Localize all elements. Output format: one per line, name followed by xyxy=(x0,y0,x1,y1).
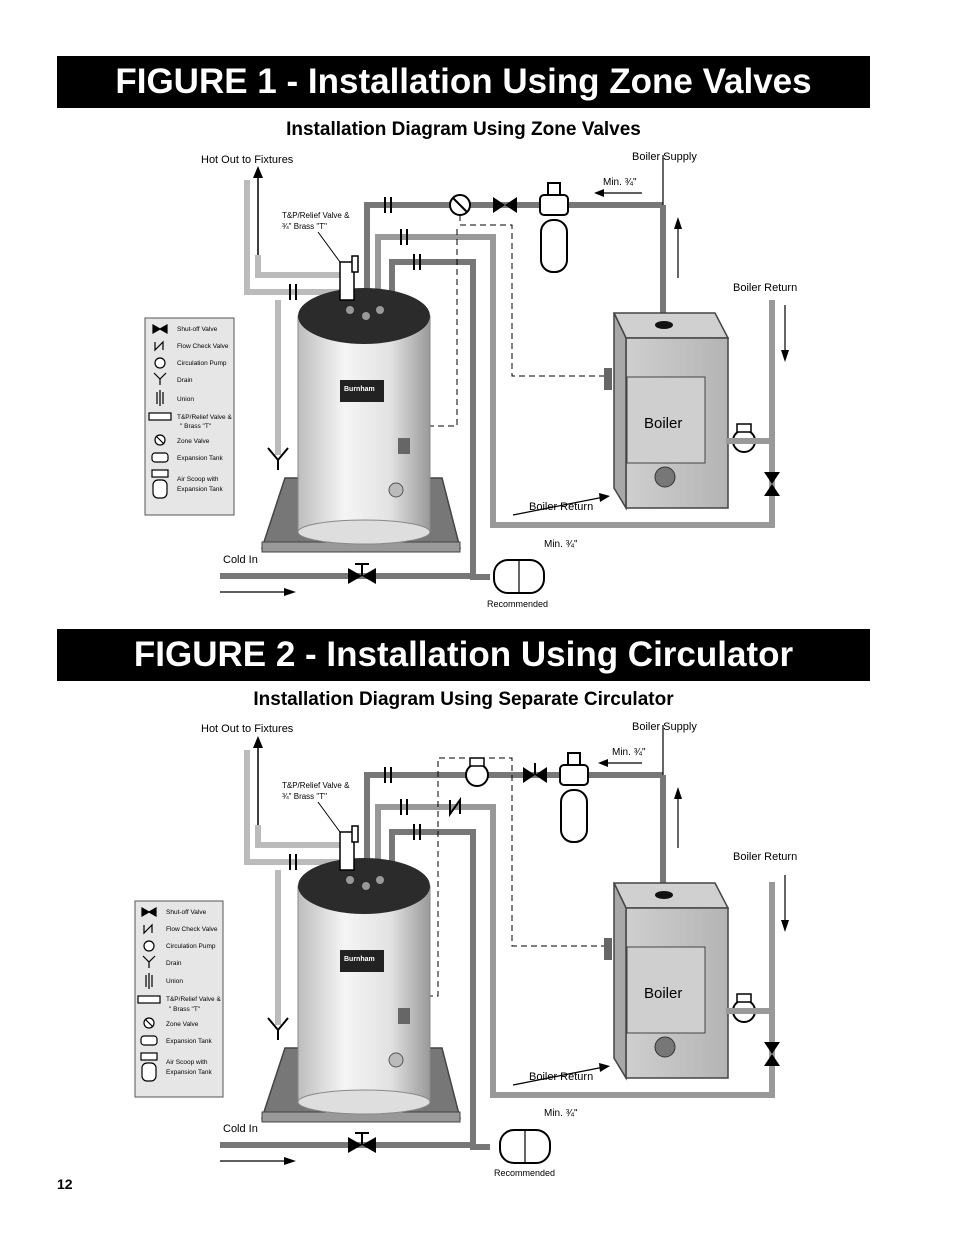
figure-1-subtitle: Installation Diagram Using Zone Valves xyxy=(286,119,641,140)
legend-item: Union xyxy=(177,396,194,403)
air-scoop-icon xyxy=(539,182,569,273)
legend-item: Drain xyxy=(177,377,193,384)
legend-item: Drain xyxy=(166,960,182,967)
union-icon xyxy=(289,767,421,870)
shutoff-valve-icon xyxy=(764,472,780,496)
min-bottom-label: Min. ¾" xyxy=(544,539,578,550)
flow-check-valve-icon xyxy=(449,796,461,818)
water-heater: Burnham xyxy=(260,858,461,1123)
legend-item: Shut-off Valve xyxy=(166,909,207,916)
boiler: Boiler xyxy=(604,882,730,1081)
figure-1-diagram: Hot Out to Fixtures Min. ¾" Boiler Suppl… xyxy=(144,151,797,609)
drain-icon xyxy=(267,870,289,1040)
shutoff-valve-icon xyxy=(348,563,376,584)
zone-valve-icon xyxy=(449,194,471,216)
recommended-label: Recommended xyxy=(487,599,548,609)
union-icon xyxy=(289,197,421,300)
boiler: Boiler xyxy=(604,312,730,511)
legend-item: Zone Valve xyxy=(166,1021,199,1028)
legend-item: Flow Check Valve xyxy=(177,343,229,350)
legend-item: Air Scoop with xyxy=(177,476,219,483)
legend-item: T&P/Relief Valve & xyxy=(177,414,232,421)
boiler-return-bottom-label: Boiler Return xyxy=(529,1071,593,1083)
tp-relief-label-1: T&P/Relief Valve & xyxy=(282,781,350,790)
hot-out-label: Hot Out to Fixtures xyxy=(201,723,294,735)
expansion-tank-icon xyxy=(493,559,545,594)
recommended-label: Recommended xyxy=(494,1168,555,1178)
page-number: 12 xyxy=(57,1176,73,1192)
hot-out-pipe xyxy=(244,736,340,865)
boiler-label: Boiler xyxy=(644,985,682,1002)
legend-item: Circulation Pump xyxy=(177,360,227,367)
shutoff-valve-icon xyxy=(348,1132,376,1153)
figure-1-title: FIGURE 1 - Installation Using Zone Valve… xyxy=(57,56,870,108)
cold-in-label: Cold In xyxy=(223,554,258,566)
figure-2-diagram: Hot Out to Fixtures Min. ¾" Boiler Suppl… xyxy=(134,721,797,1178)
drain-icon xyxy=(267,300,289,470)
boiler-label: Boiler xyxy=(644,415,682,432)
legend-item: Expansion Tank xyxy=(166,1038,213,1045)
hot-out-label: Hot Out to Fixtures xyxy=(201,154,294,166)
air-scoop-icon xyxy=(559,752,589,843)
shutoff-valve-icon xyxy=(523,763,547,783)
water-heater: Burnham xyxy=(260,288,461,553)
min-bottom-label: Min. ¾" xyxy=(544,1108,578,1119)
shutoff-valve-icon xyxy=(493,197,517,213)
boiler-supply-label: Boiler Supply xyxy=(632,151,697,163)
legend-item: " Brass "T" xyxy=(180,423,212,430)
hot-out-pipe xyxy=(244,166,340,295)
min-top-label: Min. ¾" xyxy=(603,177,637,188)
legend-item: Expansion Tank xyxy=(166,1069,213,1076)
legend-item: Circulation Pump xyxy=(166,943,216,950)
tp-relief-valve-icon xyxy=(339,255,359,301)
legend-item: Expansion Tank xyxy=(177,455,224,462)
legend-item: Zone Valve xyxy=(177,438,210,445)
circulation-pump-icon xyxy=(465,757,489,787)
legend-item: Shut-off Valve xyxy=(177,326,218,333)
legend-item: Flow Check Valve xyxy=(166,926,218,933)
min-top-label: Min. ¾" xyxy=(612,747,646,758)
tp-relief-valve-icon xyxy=(339,825,359,871)
heater-brand: Burnham xyxy=(344,386,375,393)
boiler-return-right-label: Boiler Return xyxy=(733,282,797,294)
legend-box: Shut-off Valve Flow Check Valve Circulat… xyxy=(134,900,224,1098)
legend-box: Shut-off Valve Flow Check Valve Circulat… xyxy=(144,317,235,516)
legend-item: Air Scoop with xyxy=(166,1059,208,1066)
legend-item: Expansion Tank xyxy=(177,486,224,493)
legend-item: T&P/Relief Valve & xyxy=(166,996,221,1003)
boiler-supply-label: Boiler Supply xyxy=(632,721,697,733)
expansion-tank-icon xyxy=(499,1129,551,1164)
tp-relief-label-2: ¾" Brass "T" xyxy=(282,792,327,801)
heater-brand: Burnham xyxy=(344,956,375,963)
tp-relief-label-2: ¾" Brass "T" xyxy=(282,222,327,231)
shutoff-valve-icon xyxy=(764,1042,780,1066)
cold-in-label: Cold In xyxy=(223,1123,258,1135)
figure-2-title: FIGURE 2 - Installation Using Circulator xyxy=(57,629,870,681)
legend-item: " Brass "T" xyxy=(169,1006,201,1013)
tp-relief-label-1: T&P/Relief Valve & xyxy=(282,211,350,220)
boiler-return-bottom-label: Boiler Return xyxy=(529,501,593,513)
figure-2-subtitle: Installation Diagram Using Separate Circ… xyxy=(253,689,674,710)
boiler-return-right-label: Boiler Return xyxy=(733,851,797,863)
legend-item: Union xyxy=(166,978,183,985)
